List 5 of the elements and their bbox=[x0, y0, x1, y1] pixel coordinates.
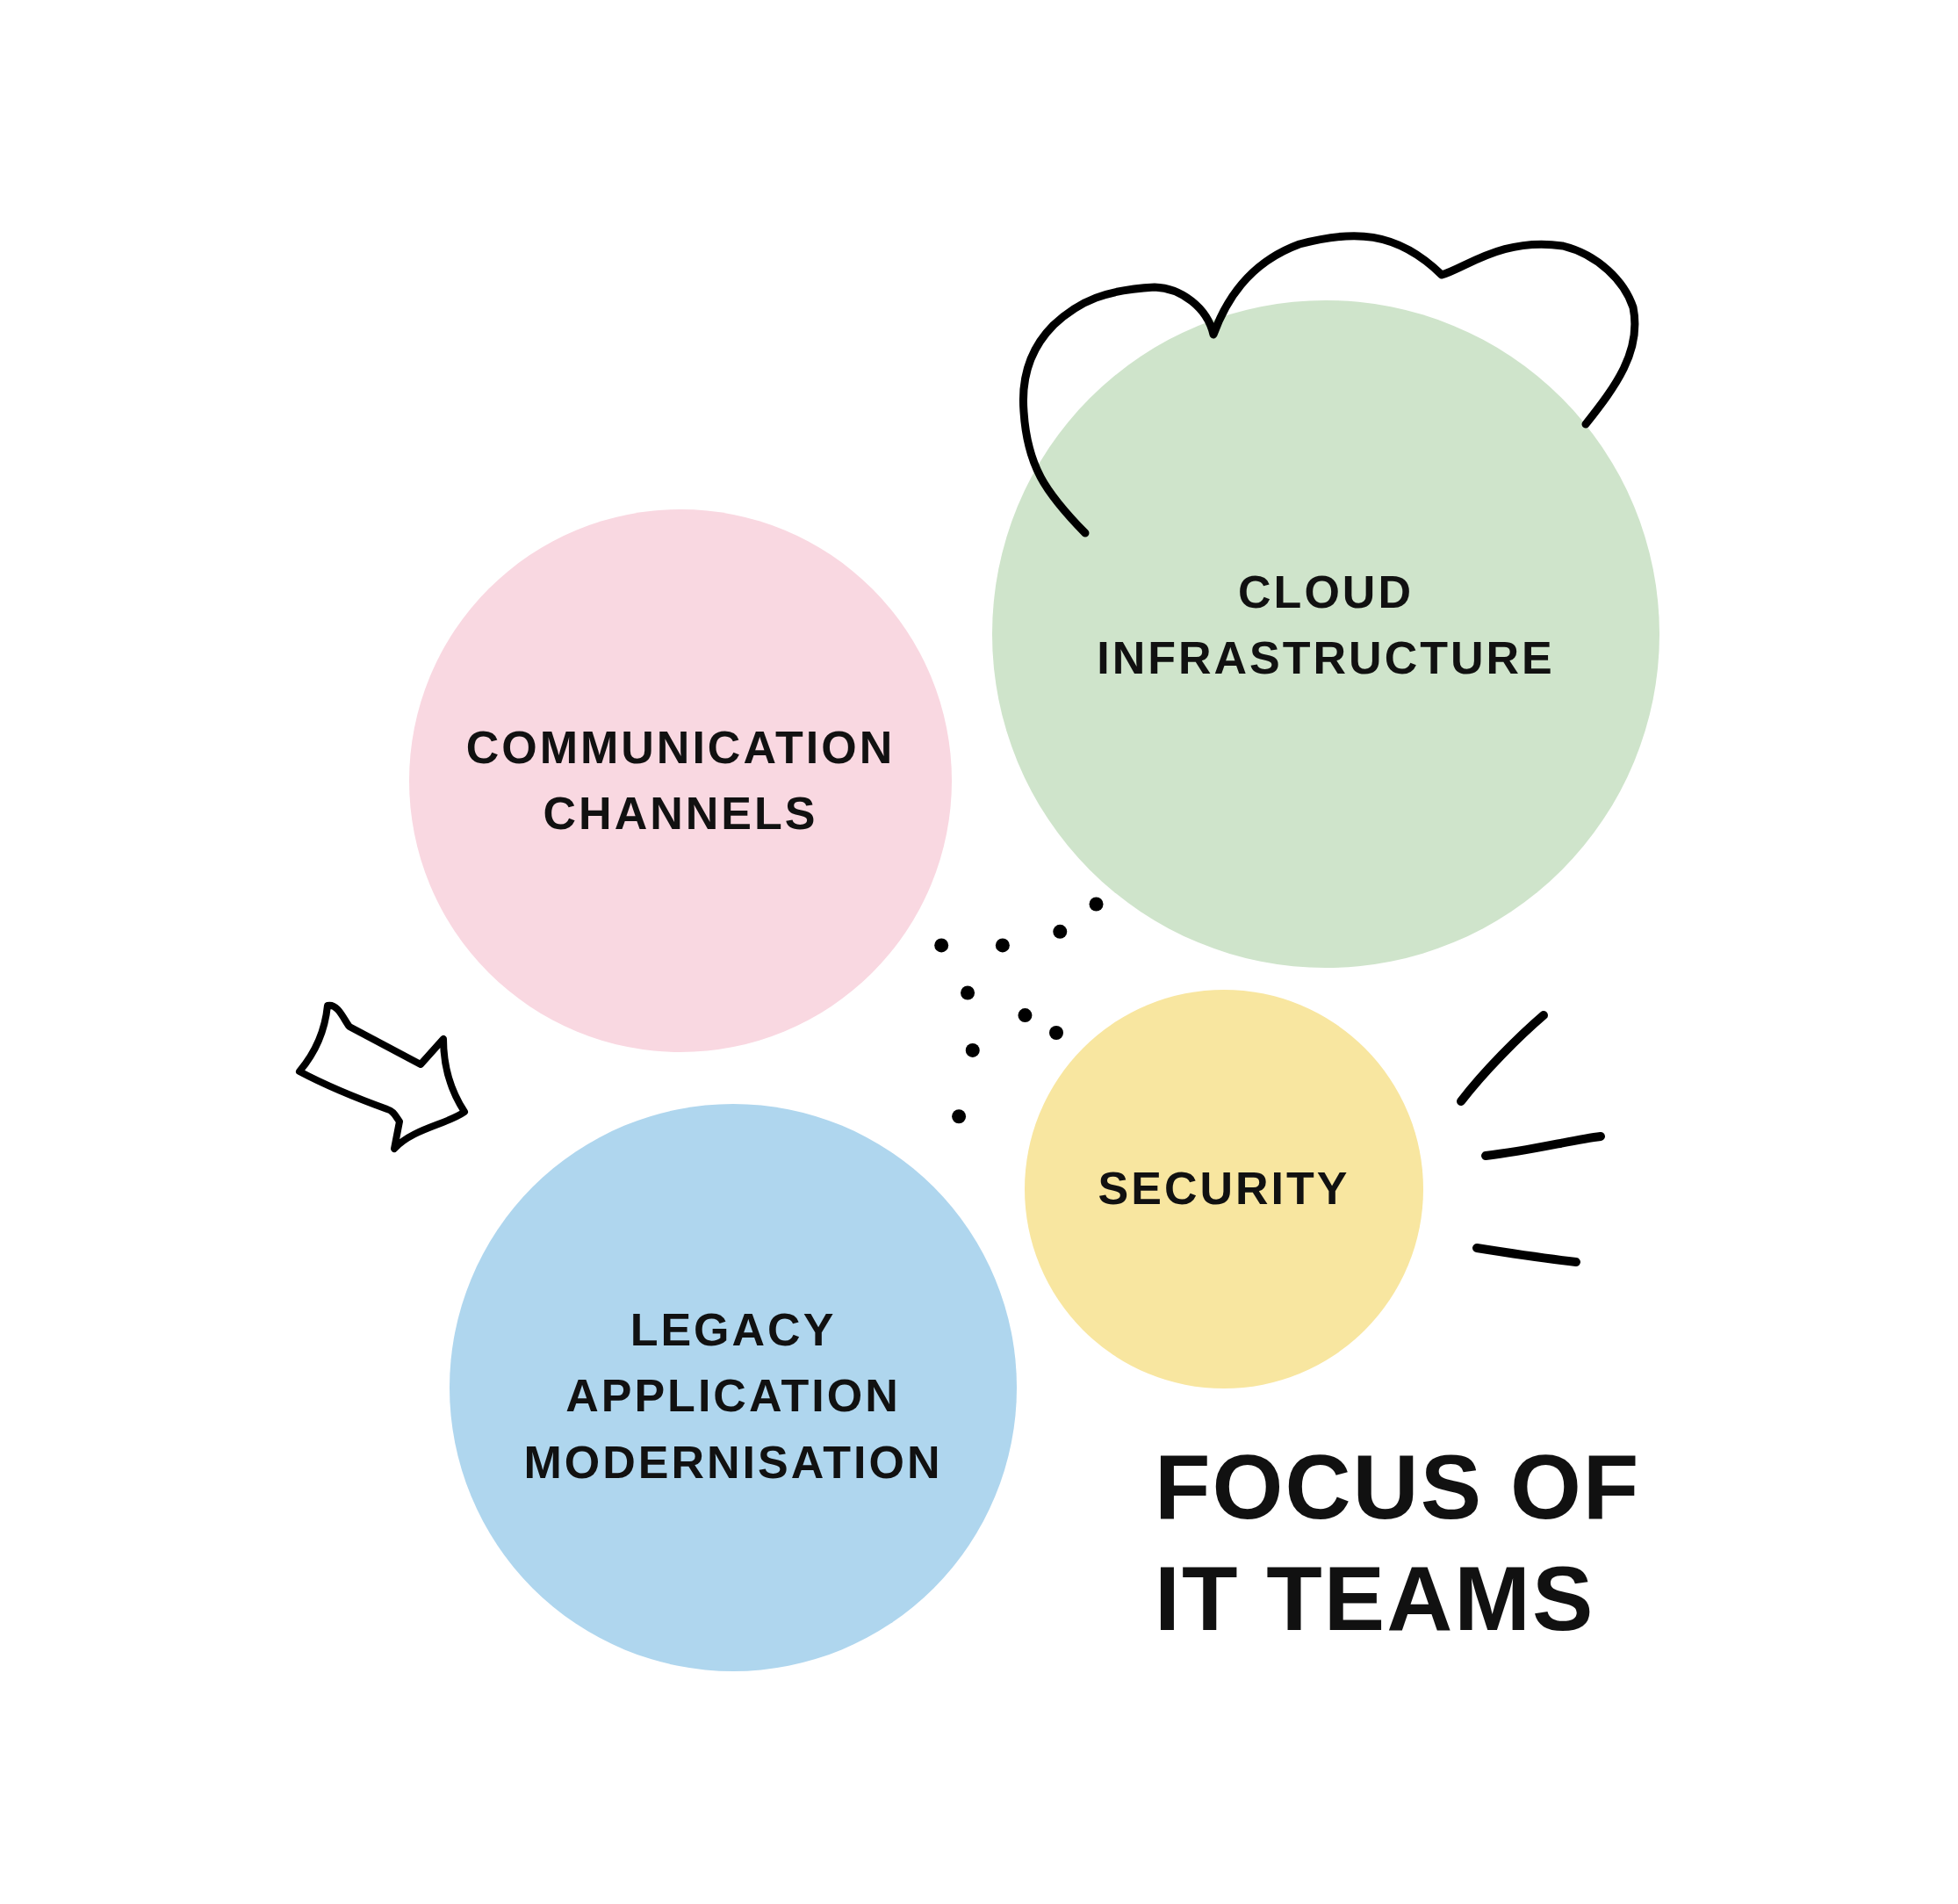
diagram-title: FOCUS OF IT TEAMS bbox=[1155, 1435, 1642, 1651]
topic-label: LEGACY APPLICATION MODERNISATION bbox=[522, 1302, 944, 1489]
topic-label: COMMUNICATION CHANNELS bbox=[464, 720, 896, 840]
topic-label: SECURITY bbox=[1098, 1162, 1350, 1216]
topic-label: CLOUD INFRASTRUCTURE bbox=[1096, 565, 1556, 685]
